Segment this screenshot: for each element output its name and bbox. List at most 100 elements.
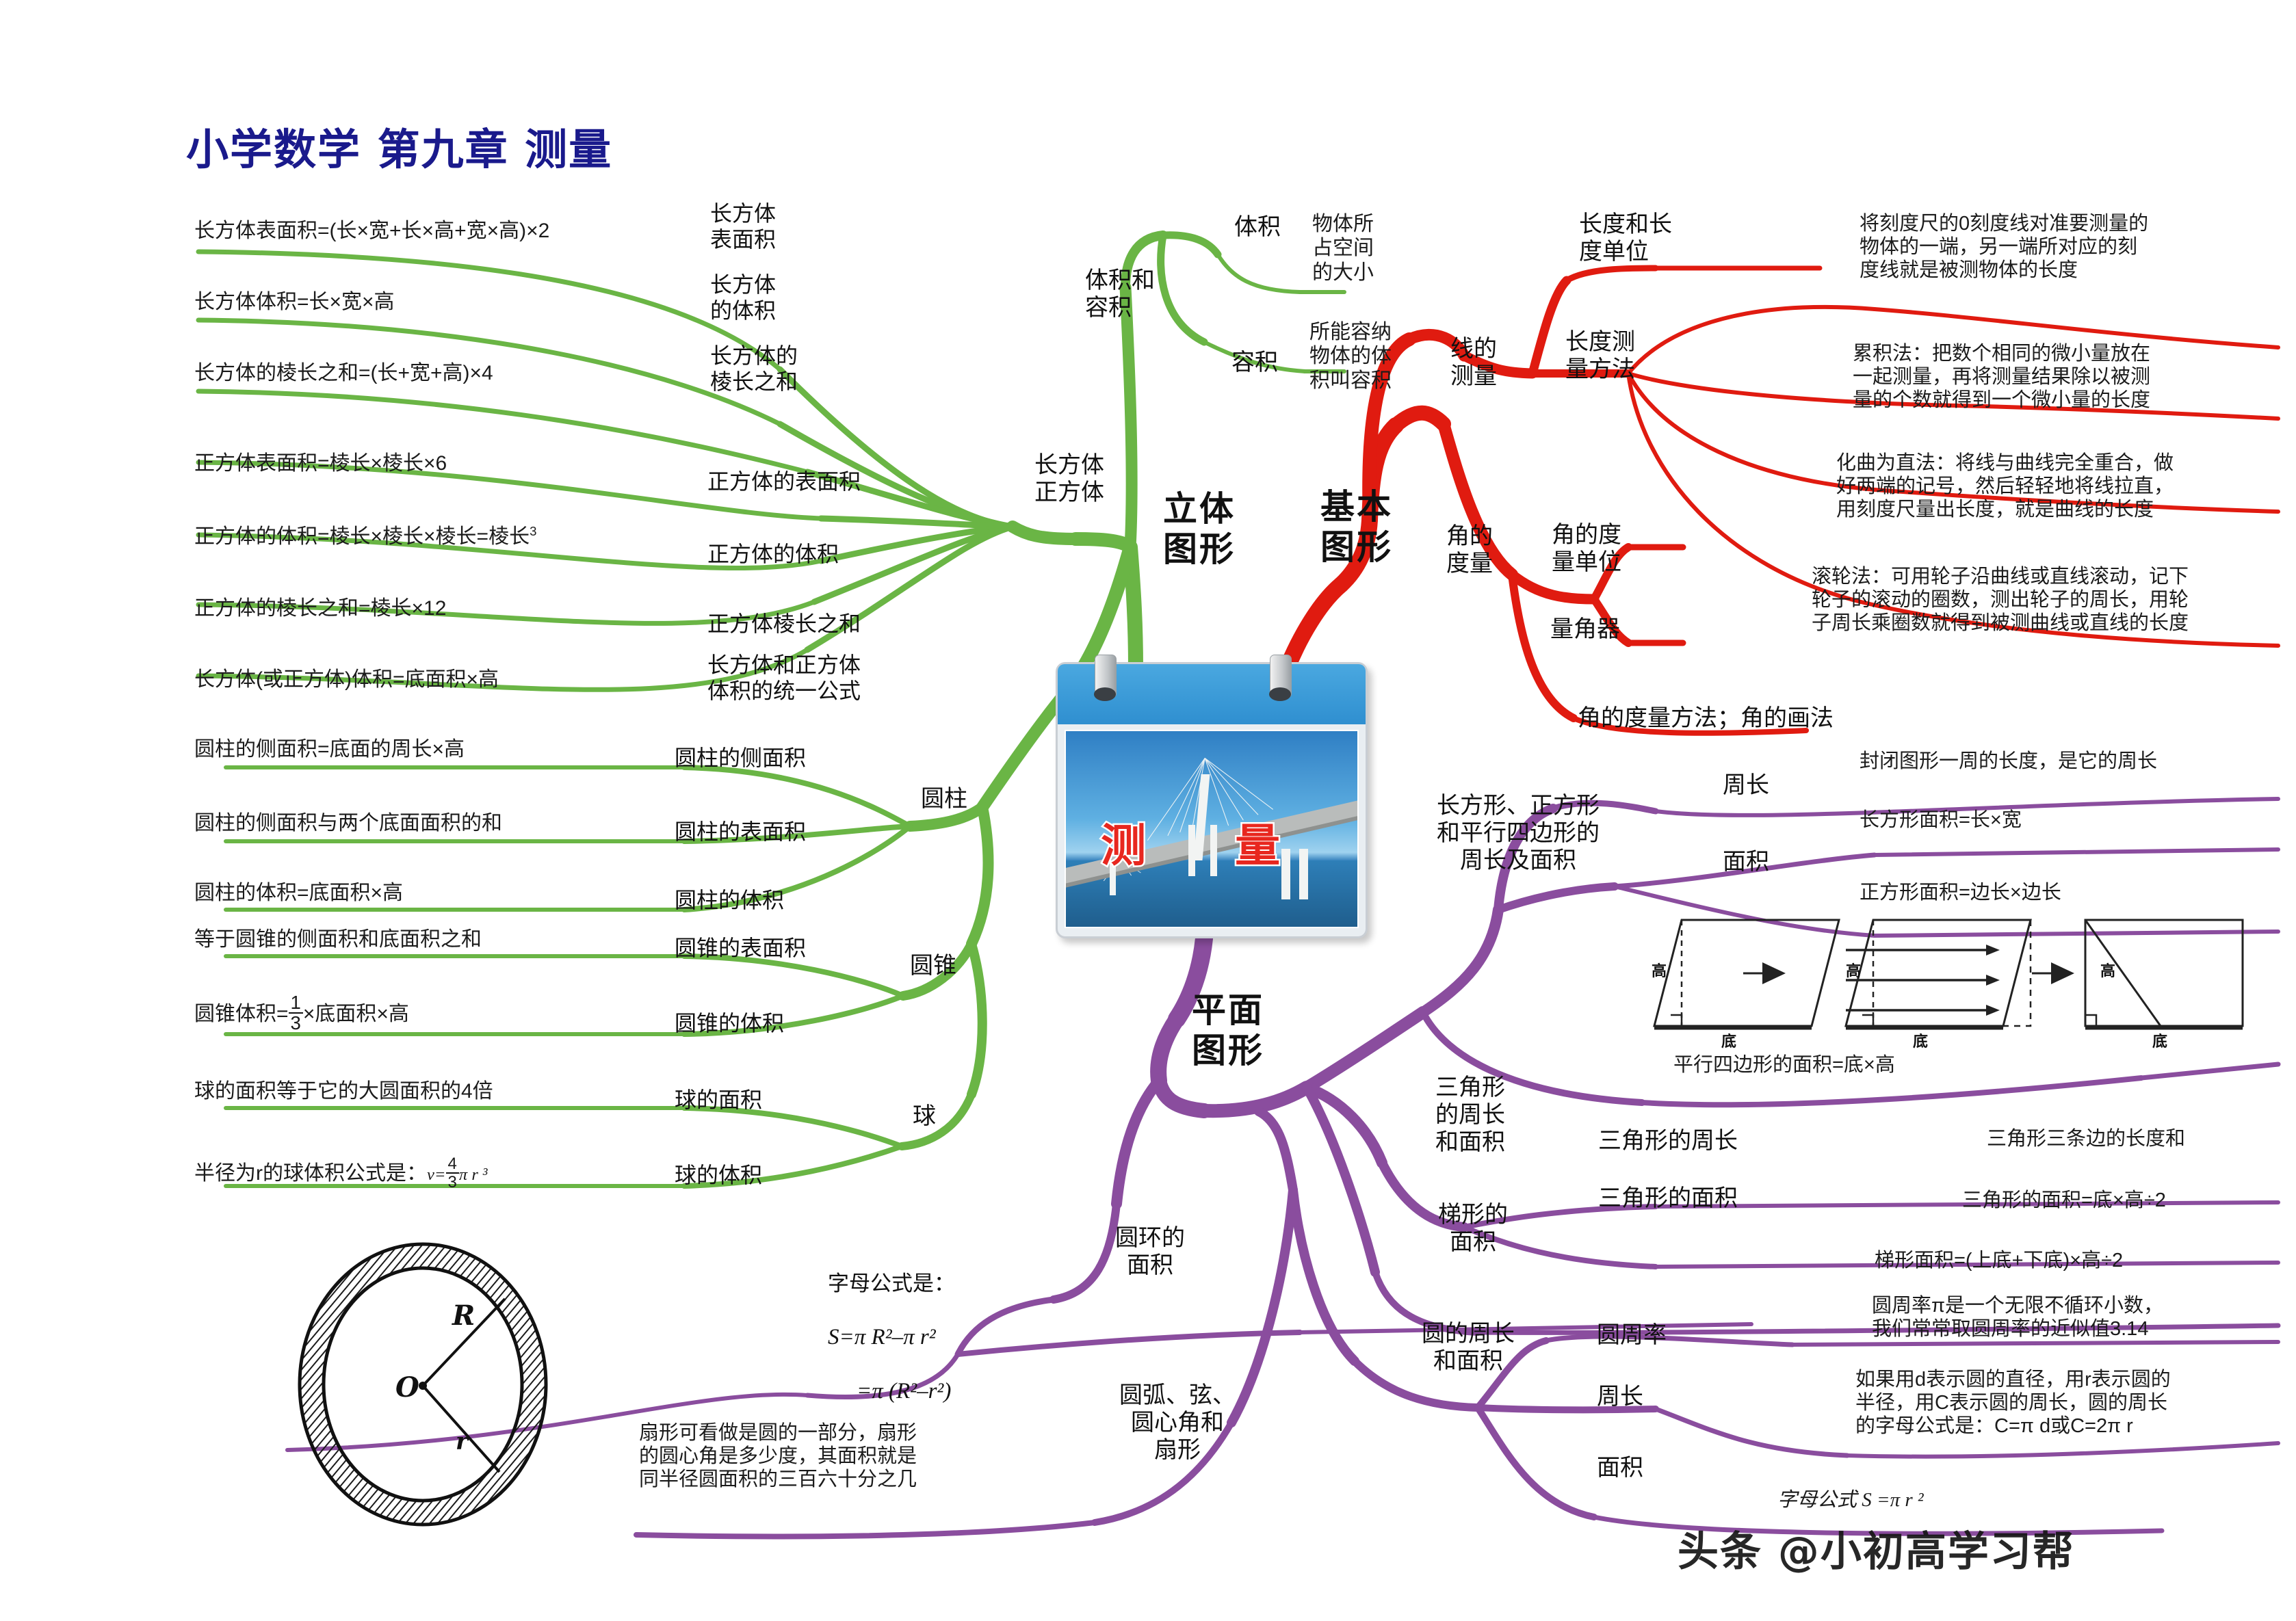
card-label-right: 量 (1234, 818, 1282, 874)
branch-plane-figures[interactable]: 平面 图形 (1192, 991, 1264, 1070)
leaf-formula-cylinder-volume: 圆柱的体积=底面积×高 (194, 882, 404, 904)
sphere-volume-suffix: π r ³ (458, 1165, 488, 1185)
card-label-left: 测 (1099, 818, 1148, 874)
leaf-formula-cuboid-edges: 长方体的棱长之和=(长+宽+高)×4 (194, 362, 493, 384)
bridge-photo: 测 量 (1065, 730, 1359, 928)
annulus-formula-block: 字母公式是： S=π R²–π r² =π (R²–r²) (828, 1246, 955, 1430)
node-cylinder[interactable]: 圆柱 (921, 786, 967, 812)
leaf-formula-cylinder-lateral: 圆柱的侧面积=底面的周长×高 (194, 738, 465, 761)
node-volume[interactable]: 体积 (1234, 214, 1281, 240)
node-angle-units[interactable]: 角的度 量单位 (1552, 522, 1621, 576)
pgram-height-label-1: 高 (1652, 962, 1667, 980)
node-cube-surface[interactable]: 正方体的表面积 (707, 469, 861, 494)
pgram-base-label-3: 底 (2152, 1033, 2167, 1051)
node-cuboid-surface[interactable]: 长方体 表面积 (710, 201, 777, 252)
leaf-square-area-formula: 正方形面积=边长×边长 (1860, 882, 2061, 904)
branch-basic-figures[interactable]: 基本 图形 (1320, 488, 1393, 566)
node-cylinder-volume[interactable]: 圆柱的体积 (675, 888, 785, 912)
leaf-rect-area-formula: 长方形面积=长×宽 (1860, 809, 2022, 831)
node-angle-method-and-drawing[interactable]: 角的度量方法；角的画法 (1578, 705, 1834, 731)
node-length-and-units[interactable]: 长度和长 度单位 (1579, 211, 1672, 265)
node-cone-volume[interactable]: 圆锥的体积 (675, 1011, 785, 1036)
bridge-pylon (1210, 825, 1217, 876)
node-angle-measure[interactable]: 角的 度量 (1446, 523, 1493, 577)
leaf-ruler-method: 将刻度尺的0刻度线对准要测量的 物体的一端，另一端所对应的刻 度线就是被测物体的… (1860, 213, 2149, 282)
leaf-formula-cube-edges: 正方体的棱长之和=棱长×12 (194, 597, 447, 620)
leaf-sector-definition: 扇形可看做是圆的一部分，扇形 的圆心角是多少度，其面积就是 同半径圆面积的三百六… (639, 1422, 917, 1491)
node-protractor[interactable]: 量角器 (1550, 616, 1620, 642)
node-circle-perimeter[interactable]: 周长 (1597, 1384, 1643, 1410)
watermark: 头条 @小初高学习帮 (1678, 1528, 2075, 1576)
node-cone[interactable]: 圆锥 (910, 953, 956, 979)
leaf-formula-unified-volume: 长方体(或正方体)体积=底面积×高 (194, 668, 499, 691)
annulus-O-label: O (395, 1371, 419, 1403)
node-pi[interactable]: 圆周率 (1597, 1322, 1667, 1348)
pgram-height-label-3: 高 (2100, 962, 2115, 980)
leaf-formula-cone-surface: 等于圆锥的侧面积和底面积之和 (194, 928, 482, 951)
annulus-R-label: R (452, 1300, 475, 1332)
node-sphere-volume[interactable]: 球的体积 (675, 1163, 763, 1187)
page-title: 小学数学 第九章 测量 (186, 124, 613, 174)
cone-volume-suffix: ×底面积×高 (302, 1003, 409, 1026)
leaf-accumulation-method: 累积法：把数个相同的微小量放在 一起测量，再将测量结果除以被测 量的个数就得到一… (1853, 343, 2151, 412)
node-sphere-area[interactable]: 球的面积 (675, 1088, 763, 1112)
node-rect-square-parallelogram[interactable]: 长方形、正方形 和平行四边形的 周长及面积 (1437, 793, 1600, 874)
leaf-rolling-wheel-method: 滚轮法：可用轮子沿曲线或直线滚动，记下 轮子的滚动的圈数，测出轮子的周长，用轮 … (1812, 566, 2189, 635)
leaf-curve-to-line-method: 化曲为直法：将线与曲线完全重合，做 好两端的记号，然后轻轻地将线拉直， 用刻度尺… (1836, 452, 2174, 521)
node-annulus[interactable]: 圆环的 面积 (1115, 1225, 1185, 1279)
node-volume-capacity[interactable]: 体积和 容积 (1085, 267, 1155, 321)
node-cylinder-lateral[interactable]: 圆柱的侧面积 (675, 746, 807, 770)
bridge-cables-icon (1103, 758, 1274, 882)
node-perimeter-rsp[interactable]: 周长 (1723, 772, 1769, 798)
node-area-rsp[interactable]: 面积 (1723, 849, 1769, 875)
node-cone-surface[interactable]: 圆锥的表面积 (675, 936, 807, 960)
sphere-volume-prefix: 半径为r的球体积公式是： (194, 1162, 427, 1185)
leaf-formula-sphere-area: 球的面积等于它的大圆面积的4倍 (194, 1080, 493, 1103)
leaf-volume-definition: 物体所 占空间 的大小 (1312, 213, 1374, 284)
pgram-base-label-1: 底 (1721, 1033, 1736, 1051)
node-triangle-perimeter[interactable]: 三角形的周长 (1598, 1128, 1738, 1154)
node-cube-volume[interactable]: 正方体的体积 (707, 542, 839, 566)
node-cylinder-surface[interactable]: 圆柱的表面积 (675, 819, 807, 844)
annulus-formula-head: 字母公式是： (828, 1271, 955, 1295)
node-arc-chord-sector[interactable]: 圆弧、弦、 圆心角和 扇形 (1119, 1382, 1236, 1464)
cone-volume-prefix: 圆锥体积= (194, 1003, 289, 1026)
node-capacity[interactable]: 容积 (1231, 350, 1278, 375)
leaf-formula-cuboid-volume: 长方体体积=长×宽×高 (194, 291, 395, 313)
node-cube-edges[interactable]: 正方体棱长之和 (707, 611, 861, 636)
branch-solid-figures[interactable]: 立体 图形 (1163, 490, 1236, 568)
node-circle[interactable]: 圆的周长 和面积 (1422, 1321, 1515, 1375)
leaf-pi-definition: 圆周率π是一个无限不循环小数， 我们常常取圆周率的近似值3.14 (1872, 1295, 2164, 1341)
leaf-perimeter-definition: 封闭图形一周的长度，是它的周长 (1860, 750, 2158, 772)
pgram-height-label-2: 高 (1846, 962, 1861, 980)
node-length-methods[interactable]: 长度测 量方法 (1565, 329, 1635, 383)
node-circle-area[interactable]: 面积 (1597, 1455, 1643, 1481)
node-cuboid-volume[interactable]: 长方体 的体积 (710, 272, 777, 323)
annulus-r-label: r (456, 1428, 469, 1455)
leaf-capacity-definition: 所能容纳 物体的体 积叫容积 (1309, 321, 1392, 392)
leaf-circle-area-formula: 字母公式 S =π r ² (1777, 1489, 1924, 1511)
center-topic-card: 测 量 (1056, 655, 1368, 938)
node-triangle[interactable]: 三角形 的周长 和面积 (1435, 1075, 1505, 1156)
leaf-parallelogram-area-formula: 平行四边形的面积=底×高 (1673, 1054, 1895, 1076)
bridge-pier (1109, 860, 1116, 896)
node-sphere[interactable]: 球 (913, 1103, 936, 1129)
node-line-measure[interactable]: 线的 测量 (1450, 336, 1497, 390)
bridge-pier (1281, 848, 1291, 899)
leaf-formula-cube-surface: 正方体表面积=棱长×棱长×6 (194, 452, 447, 475)
bridge-pier (1299, 848, 1308, 899)
parallelogram-area-figure: 高 高 高 底 底 底 (1652, 919, 2244, 1051)
node-cuboid-edges[interactable]: 长方体的 棱长之和 (710, 343, 798, 394)
leaf-formula-cube-volume: 正方体的体积=棱长×棱长×棱长=棱长3 (194, 524, 537, 548)
bridge-pylon (1188, 825, 1195, 876)
node-triangle-area[interactable]: 三角形的面积 (1598, 1185, 1738, 1211)
node-cuboid-cube[interactable]: 长方体 正方体 (1034, 452, 1104, 506)
node-trapezoid[interactable]: 梯形的 面积 (1438, 1202, 1508, 1256)
node-unified-volume[interactable]: 长方体和正方体 体积的统一公式 (707, 653, 861, 703)
leaf-circle-perimeter-formula: 如果用d表示圆的直径，用r表示圆的 半径，用C表示圆的周长，圆的周长 的字母公式… (1855, 1369, 2171, 1438)
